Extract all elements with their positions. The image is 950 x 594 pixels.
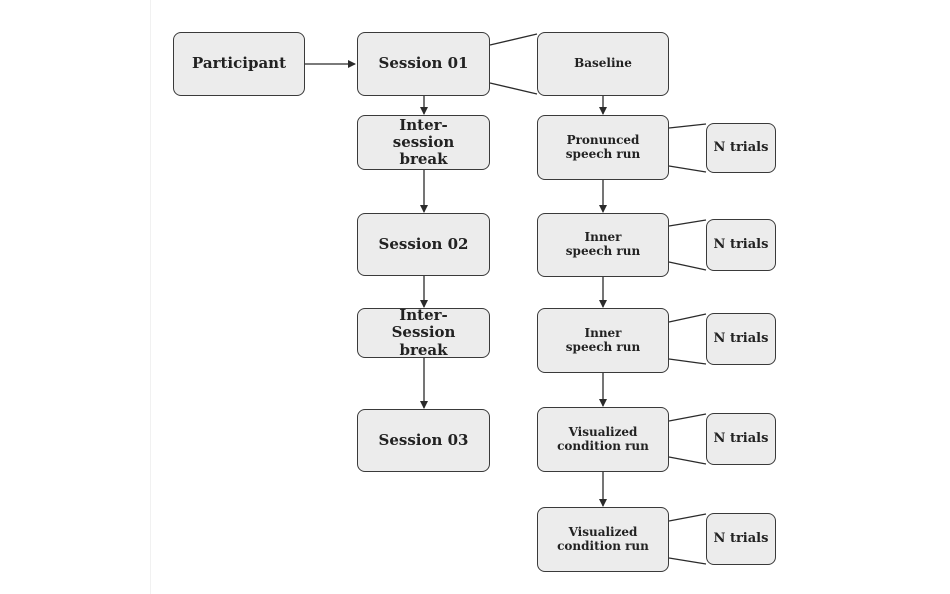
edge-trials-1a <box>668 123 707 129</box>
edge-trials-4b <box>668 456 707 465</box>
session-02-label: Session 02 <box>378 234 469 253</box>
edge-trials-2a <box>668 219 707 227</box>
inter-session-break-1-node: Inter-session break <box>357 115 490 170</box>
participant-node: Participant <box>173 32 305 96</box>
visualized-condition-run-1-node: Visualized condition run <box>537 407 669 472</box>
inter-session-break-2-label: Inter-Session break <box>391 306 456 359</box>
edge-trials-5b <box>668 557 707 565</box>
trials-node-2: N trials <box>706 219 776 271</box>
session-02-node: Session 02 <box>357 213 490 276</box>
session-03-node: Session 03 <box>357 409 490 472</box>
trials-label-2: N trials <box>713 236 769 252</box>
edge-trials-3a <box>668 313 707 323</box>
edge-trials-4a <box>668 413 707 422</box>
edge-trials-2b <box>668 261 707 271</box>
visualized-condition-run-1-label: Visualized condition run <box>557 424 649 453</box>
pronunced-speech-run-node: Pronunced speech run <box>537 115 669 180</box>
inner-speech-run-1-node: Inner speech run <box>537 213 669 277</box>
inter-session-break-2-node: Inter-Session break <box>357 306 490 359</box>
edge-trials-3b <box>668 358 707 365</box>
pronunced-speech-run-label: Pronunced speech run <box>565 132 641 161</box>
participant-label: Participant <box>192 54 286 73</box>
page-margin-line <box>150 0 151 594</box>
trials-node-1: N trials <box>706 123 776 173</box>
baseline-label: Baseline <box>574 56 632 71</box>
baseline-node: Baseline <box>537 32 669 96</box>
session-01-label: Session 01 <box>378 54 469 73</box>
edge-expand-bottom <box>489 82 538 95</box>
session-01-node: Session 01 <box>357 32 490 96</box>
trials-label-3: N trials <box>713 330 769 346</box>
edge-expand-top <box>489 33 538 46</box>
visualized-condition-run-2-label: Visualized condition run <box>557 524 649 553</box>
trials-label-5: N trials <box>713 530 769 546</box>
trials-node-3: N trials <box>706 313 776 365</box>
trials-label-4: N trials <box>713 430 769 446</box>
inner-speech-run-1-label: Inner speech run <box>565 230 641 258</box>
visualized-condition-run-2-node: Visualized condition run <box>537 507 669 572</box>
session-03-label: Session 03 <box>378 430 469 449</box>
edge-trials-5a <box>668 513 707 522</box>
inner-speech-run-2-label: Inner speech run <box>565 325 641 354</box>
inter-session-break-1-label: Inter-session break <box>392 115 455 169</box>
trials-label-1: N trials <box>713 139 769 155</box>
trials-node-4: N trials <box>706 413 776 465</box>
inner-speech-run-2-node: Inner speech run <box>537 308 669 373</box>
trials-node-5: N trials <box>706 513 776 565</box>
edge-trials-1b <box>668 165 707 173</box>
